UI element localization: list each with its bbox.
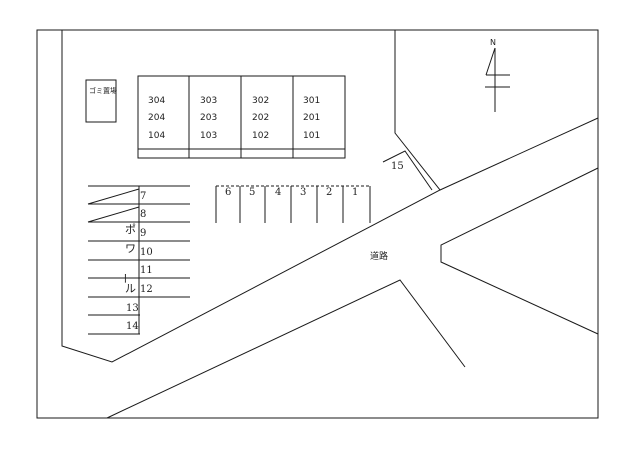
unit-label: 301	[303, 96, 320, 106]
unit-label: 201	[303, 113, 320, 123]
unit-label: 204	[148, 113, 165, 123]
road-edge-upper	[439, 117, 599, 191]
parking-spot-label: 9	[140, 228, 146, 239]
parking-spot-15	[382, 150, 433, 191]
parking-spot-label: 5	[249, 187, 255, 198]
garbage-area	[85, 79, 117, 123]
map-frame	[36, 29, 599, 419]
parking-spot-label: 4	[275, 187, 281, 198]
unit-label: 203	[200, 113, 217, 123]
garbage-area-label: ゴミ置場	[89, 86, 117, 95]
parking-spot-label: 7	[140, 191, 146, 202]
north-arrow-icon	[485, 47, 510, 112]
road-edge-lower	[106, 279, 466, 419]
unit-label: 304	[148, 96, 165, 106]
apartment-building	[137, 75, 346, 159]
property-boundary	[61, 30, 441, 363]
parking-spot-15-label: 15	[391, 161, 404, 172]
vertical-text-char: ポ	[125, 223, 136, 236]
unit-label: 302	[252, 96, 269, 106]
unit-label: 103	[200, 131, 217, 141]
parking-spot-label: 8	[140, 209, 146, 220]
parking-spot-label: 2	[326, 187, 332, 198]
unit-label: 102	[252, 131, 269, 141]
parking-spot-label: 12	[140, 284, 153, 295]
unit-label: 303	[200, 96, 217, 106]
vertical-text-char: ー	[119, 273, 132, 284]
road-edge-right	[440, 167, 599, 335]
parking-spot-label: 6	[225, 187, 231, 198]
unit-label: 202	[252, 113, 269, 123]
north-label: N	[490, 38, 496, 47]
road-label: 道路	[370, 250, 388, 262]
parking-spot-label: 3	[300, 187, 306, 198]
parking-spot-label: 10	[140, 247, 153, 258]
parking-spot-label: 14	[126, 321, 139, 332]
parking-spot-label: 1	[352, 187, 358, 198]
parking-spot-label: 13	[126, 303, 139, 314]
parking-spot-label: 11	[140, 265, 153, 276]
parking-column-left	[87, 185, 190, 335]
unit-label: 104	[148, 131, 165, 141]
vertical-text-char: ワ	[125, 242, 136, 255]
parking-row-top	[215, 185, 371, 223]
unit-label: 101	[303, 131, 320, 141]
vertical-text-char: ル	[125, 282, 136, 295]
